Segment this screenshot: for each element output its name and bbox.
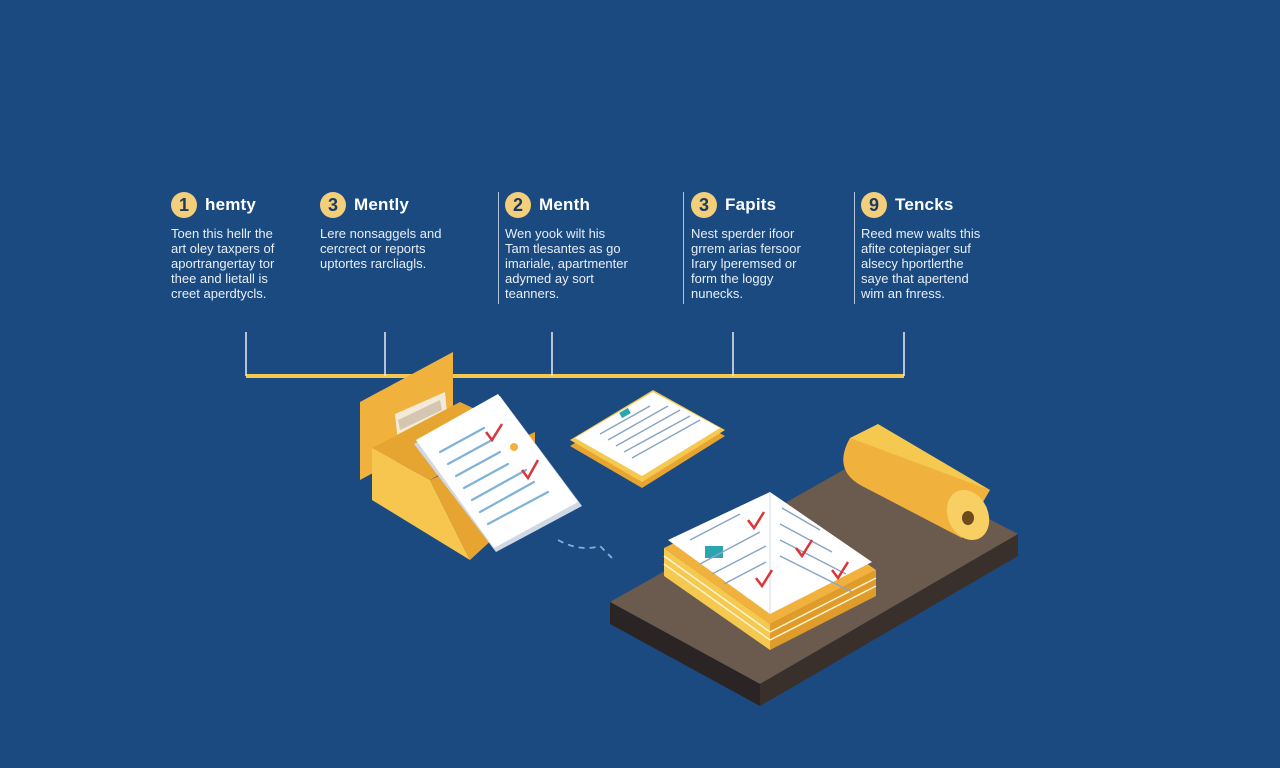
binder-stack-icon [663, 492, 877, 650]
step-1: 1 hemty Toen this hellr the art oley tax… [171, 190, 311, 301]
step-3: 2 Menth Wen yook wilt his Tam tlesantes … [505, 190, 655, 301]
step-header: 1 hemty [171, 190, 311, 220]
step-number-badge: 3 [320, 192, 346, 218]
checklist-document-icon [414, 394, 582, 552]
step-number-badge: 9 [861, 192, 887, 218]
step-title: Fapits [725, 195, 777, 214]
step-5: 9 Tencks Reed mew walts this afite cotep… [861, 190, 1001, 301]
step-header: 9 Tencks [861, 190, 1001, 220]
step-title: Tencks [895, 195, 954, 214]
step-description: Toen this hellr the art oley taxpers of … [171, 226, 275, 301]
step-description: Nest sperder ifoor grrem arias fersoor I… [691, 226, 801, 301]
step-header: 3 Mently [320, 190, 470, 220]
step-description: Reed mew walts this afite cotepiager suf… [861, 226, 981, 301]
step-number-badge: 2 [505, 192, 531, 218]
column-divider [854, 192, 855, 304]
step-2: 3 Mently Lere nonsaggels and cercrect or… [320, 190, 470, 271]
step-description: Wen yook wilt his Tam tlesantes as go im… [505, 226, 628, 301]
column-divider [498, 192, 499, 304]
step-description: Lere nonsaggels and cercrect or reports … [320, 226, 442, 271]
step-title: Mently [354, 195, 410, 214]
step-number-badge: 1 [171, 192, 197, 218]
scroll-roll-icon [843, 424, 990, 541]
step-4: 3 Fapits Nest sperder ifoor grrem arias … [691, 190, 831, 301]
step-title: hemty [205, 195, 257, 214]
dashed-connector [557, 539, 613, 559]
step-title: Menth [539, 195, 591, 214]
step-number-badge: 3 [691, 192, 717, 218]
step-header: 3 Fapits [691, 190, 831, 220]
column-divider [683, 192, 684, 304]
step-header: 2 Menth [505, 190, 655, 220]
timeline [245, 332, 905, 378]
report-document-icon [570, 390, 725, 488]
